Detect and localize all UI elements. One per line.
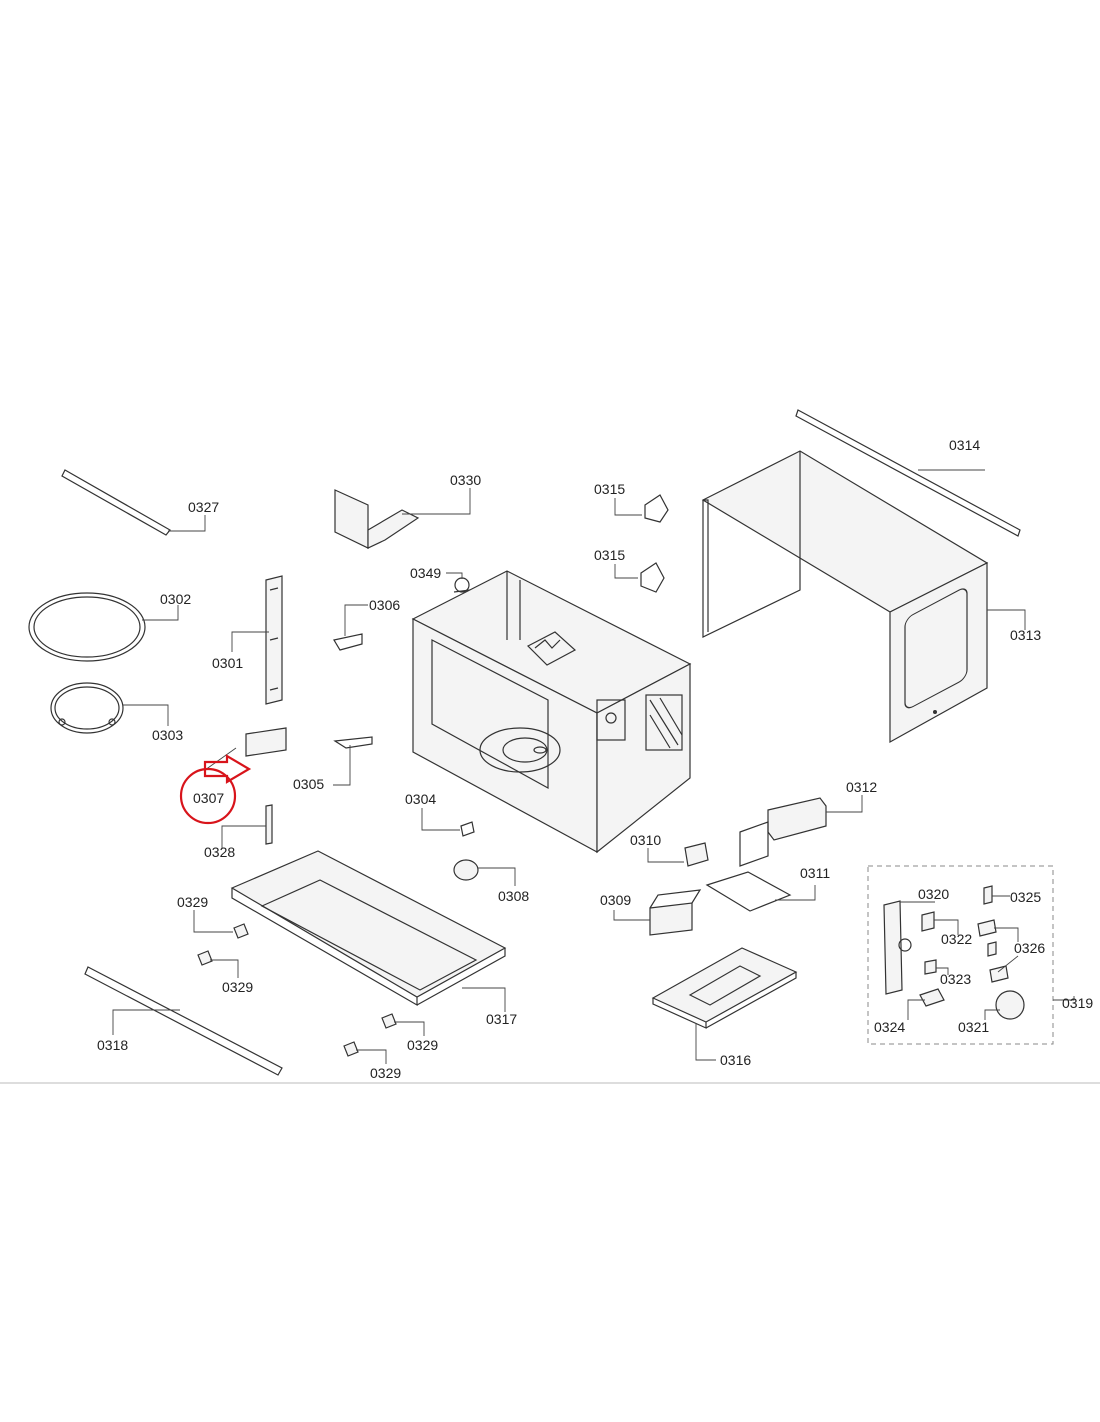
part-0315-bracket-b [614, 562, 665, 593]
part-0310-switch [647, 842, 709, 867]
label-0318: 0318 [97, 1037, 128, 1053]
part-0317-bottom-tray [230, 850, 507, 1012]
label-0321: 0321 [958, 1019, 989, 1035]
label-0328: 0328 [204, 844, 235, 860]
part-0304-pin [421, 808, 475, 837]
label-0315-b: 0315 [594, 547, 625, 563]
part-0349-thermostat [446, 572, 471, 593]
label-0330: 0330 [450, 472, 481, 488]
label-0322: 0322 [941, 931, 972, 947]
part-0329-foot-c [381, 1013, 425, 1036]
label-0304: 0304 [405, 791, 436, 807]
part-0302-glass-tray [28, 592, 179, 662]
label-0312: 0312 [846, 779, 877, 795]
part-0315-bracket-a [614, 494, 669, 523]
label-0311: 0311 [800, 865, 830, 881]
part-0330-bracket [334, 488, 471, 549]
label-0329-c: 0329 [407, 1037, 438, 1053]
label-0327: 0327 [188, 499, 219, 515]
label-0313: 0313 [1010, 627, 1041, 643]
part-0306-clip [333, 604, 368, 651]
part-0312-bracket [739, 795, 863, 867]
label-0349: 0349 [410, 565, 441, 581]
label-0309: 0309 [600, 892, 631, 908]
label-0320: 0320 [918, 886, 949, 902]
part-0311-sheet [705, 871, 816, 912]
label-0315-a: 0315 [594, 481, 625, 497]
label-0308: 0308 [498, 888, 529, 904]
part-0329-foot-d [343, 1041, 387, 1064]
part-0303-roller-ring [50, 682, 169, 734]
label-0305: 0305 [293, 776, 324, 792]
part-0329-foot-a [193, 910, 249, 939]
part-0316-base-plate [651, 947, 798, 1061]
label-0303: 0303 [152, 727, 183, 743]
part-0305-clip [333, 736, 373, 786]
label-0316: 0316 [720, 1052, 751, 1068]
highlight-circle [179, 767, 237, 825]
label-0307: 0307 [193, 790, 224, 806]
part-0301-vertical-bar [231, 575, 283, 705]
part-0314-top-rail [795, 409, 1021, 537]
part-0328-small-bar [221, 804, 273, 848]
part-0329-foot-b [197, 950, 239, 978]
part-0307-plate [204, 727, 287, 771]
label-0325: 0325 [1010, 889, 1041, 905]
label-0329-b: 0329 [222, 979, 253, 995]
label-0329-a: 0329 [177, 894, 208, 910]
label-0302: 0302 [160, 591, 191, 607]
label-0306: 0306 [369, 597, 400, 613]
main-oven-cavity [411, 570, 692, 854]
label-0329-d: 0329 [370, 1065, 401, 1081]
label-0301: 0301 [212, 655, 243, 671]
label-0319: 0319 [1062, 995, 1093, 1011]
part-0313-outer-casing [701, 450, 1026, 744]
part-0308-motor [453, 859, 516, 886]
label-0314: 0314 [949, 437, 980, 453]
part-0309-cover [613, 889, 702, 936]
label-0323: 0323 [940, 971, 971, 987]
highlight-arrow [203, 754, 252, 784]
label-0310: 0310 [630, 832, 661, 848]
label-0326: 0326 [1014, 940, 1045, 956]
part-0327-strip [61, 469, 206, 536]
part-0318-long-rail [84, 966, 283, 1076]
part-0319-control-group [867, 865, 1075, 1045]
label-0317: 0317 [486, 1011, 517, 1027]
label-0324: 0324 [874, 1019, 905, 1035]
